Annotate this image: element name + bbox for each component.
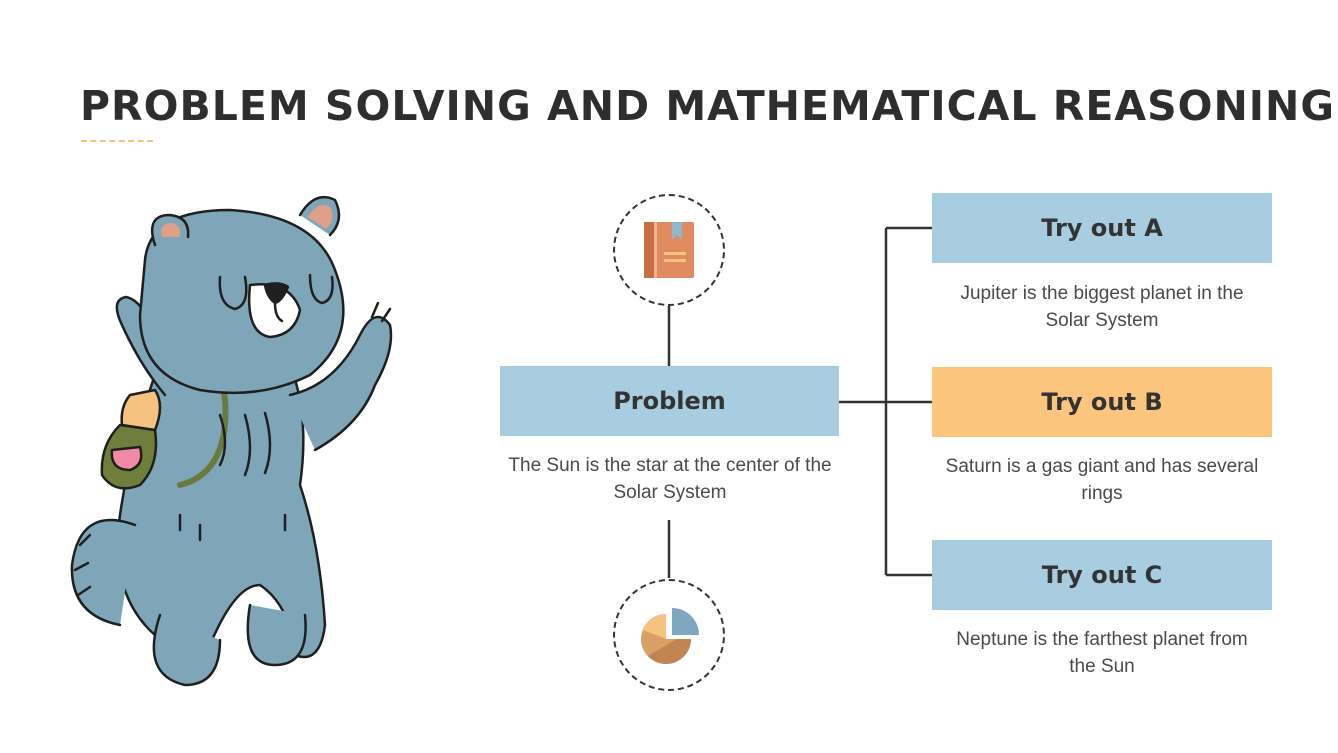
problem-description: The Sun is the star at the center of the… bbox=[508, 455, 832, 503]
pie-chart-icon-circle bbox=[613, 579, 725, 691]
tryout-c-box: Try out C bbox=[932, 540, 1272, 610]
book-icon-circle bbox=[613, 194, 725, 306]
tryout-c-label: Try out C bbox=[1041, 561, 1163, 589]
tryout-b-label: Try out B bbox=[1041, 388, 1163, 416]
title-underline bbox=[81, 140, 153, 142]
problem-label: Problem bbox=[613, 387, 726, 415]
tryout-b-description: Saturn is a gas giant and has several ri… bbox=[945, 456, 1259, 504]
problem-box: Problem bbox=[500, 366, 839, 436]
tryout-a-box: Try out A bbox=[932, 193, 1272, 263]
bear-illustration bbox=[70, 195, 393, 687]
tryout-c-description: Neptune is the farthest planet from the … bbox=[956, 629, 1248, 677]
pie-chart-icon bbox=[641, 608, 699, 664]
book-icon bbox=[644, 222, 694, 278]
tryout-a-description: Jupiter is the biggest planet in the Sol… bbox=[960, 283, 1244, 331]
slide-title: Problem solving and mathematical reasoni… bbox=[80, 82, 1336, 130]
tryout-b-box: Try out B bbox=[932, 367, 1272, 437]
tryout-a-label: Try out A bbox=[1041, 214, 1163, 242]
